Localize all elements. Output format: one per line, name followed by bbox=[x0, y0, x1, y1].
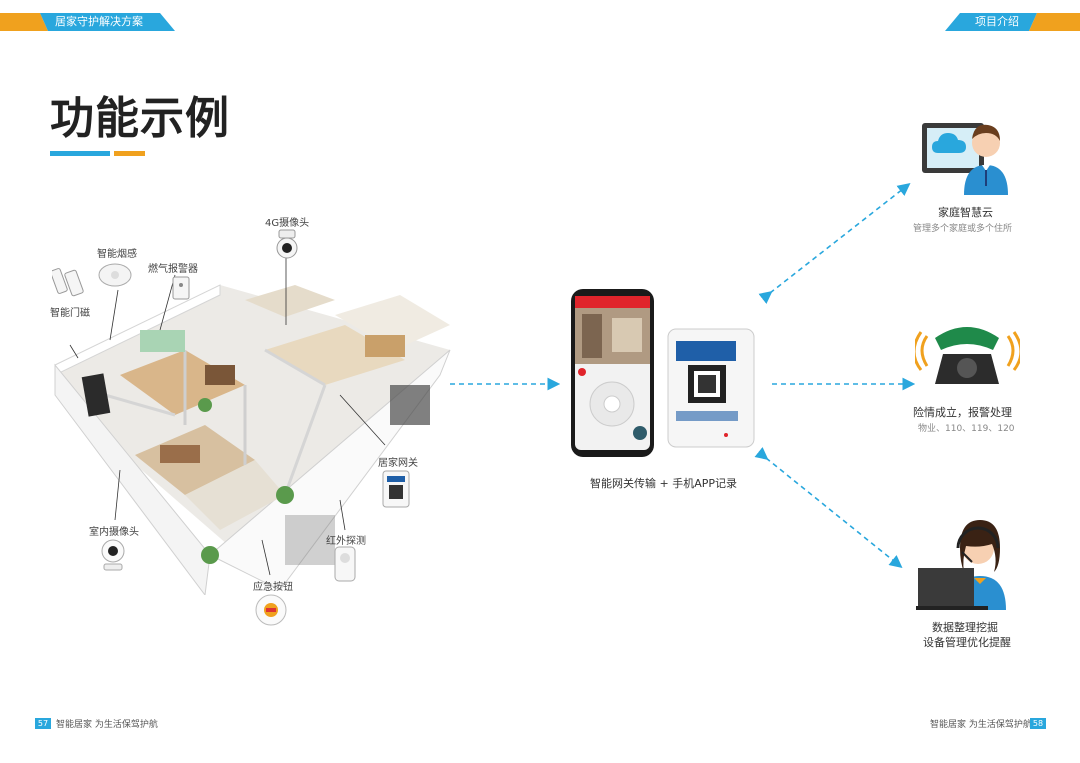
header-left-label: 居家守护解决方案 bbox=[55, 15, 143, 28]
header-right-label: 项目介绍 bbox=[975, 15, 1019, 28]
door-sensor-icon bbox=[52, 268, 84, 297]
label-indoor-camera: 室内摄像头 bbox=[89, 527, 139, 538]
pir-sensor-icon bbox=[334, 546, 356, 582]
center-caption: 智能网关传输 + 手机APP记录 bbox=[590, 477, 738, 490]
page-title: 功能示例 bbox=[50, 93, 230, 144]
header-tab-right-shape bbox=[945, 13, 1080, 31]
label-4g-camera: 4G摄像头 bbox=[265, 218, 310, 229]
header-tab-left: 居家守护解决方案 bbox=[0, 13, 175, 31]
footer-page-number-left: 57 bbox=[35, 718, 51, 729]
agent-line-2: 设备管理优化提醒 bbox=[923, 636, 1011, 649]
home-gateway-icon bbox=[382, 470, 410, 508]
header-tab-left-shape bbox=[0, 13, 175, 31]
smoke-detector-icon bbox=[98, 263, 132, 287]
smart-gateway-device-icon bbox=[667, 328, 755, 448]
label-smoke-detector: 智能烟感 bbox=[97, 249, 137, 260]
house-floorplan-illustration bbox=[54, 284, 451, 595]
cloud-monitor-person-icon bbox=[922, 123, 1008, 195]
footer-slogan-right: 智能居家 为生活保驾护航 bbox=[930, 720, 1032, 730]
footer-slogan-left: 智能居家 为生活保驾护航 bbox=[56, 720, 158, 730]
customer-service-agent-icon bbox=[916, 520, 1006, 610]
phone-title: 险情成立，报警处理 bbox=[913, 406, 1012, 419]
agent-line-1: 数据整理挖掘 bbox=[932, 621, 998, 634]
label-sos-button: 应急按钮 bbox=[253, 582, 293, 593]
label-door-sensor: 智能门磁 bbox=[50, 308, 90, 319]
indoor-camera-icon bbox=[101, 539, 125, 571]
title-underline-orange bbox=[114, 151, 145, 156]
label-pir-sensor: 红外探测 bbox=[326, 536, 366, 547]
telephone-icon bbox=[915, 327, 1020, 384]
4g-camera-icon bbox=[276, 229, 298, 259]
sos-button-icon bbox=[255, 594, 287, 626]
smartphone-app-icon bbox=[571, 289, 654, 457]
header-tab-right: 项目介绍 bbox=[945, 13, 1080, 31]
label-home-gateway: 居家网关 bbox=[378, 458, 418, 469]
cloud-subtitle: 管理多个家庭或多个住所 bbox=[913, 224, 1013, 234]
footer-page-number-right: 58 bbox=[1030, 718, 1046, 729]
label-gas-alarm: 燃气报警器 bbox=[148, 264, 198, 275]
gas-alarm-icon bbox=[172, 276, 190, 300]
cloud-title: 家庭智慧云 bbox=[938, 206, 993, 219]
phone-subtitle: 物业、110、119、120 bbox=[918, 424, 1015, 434]
title-underline-blue bbox=[50, 151, 110, 156]
